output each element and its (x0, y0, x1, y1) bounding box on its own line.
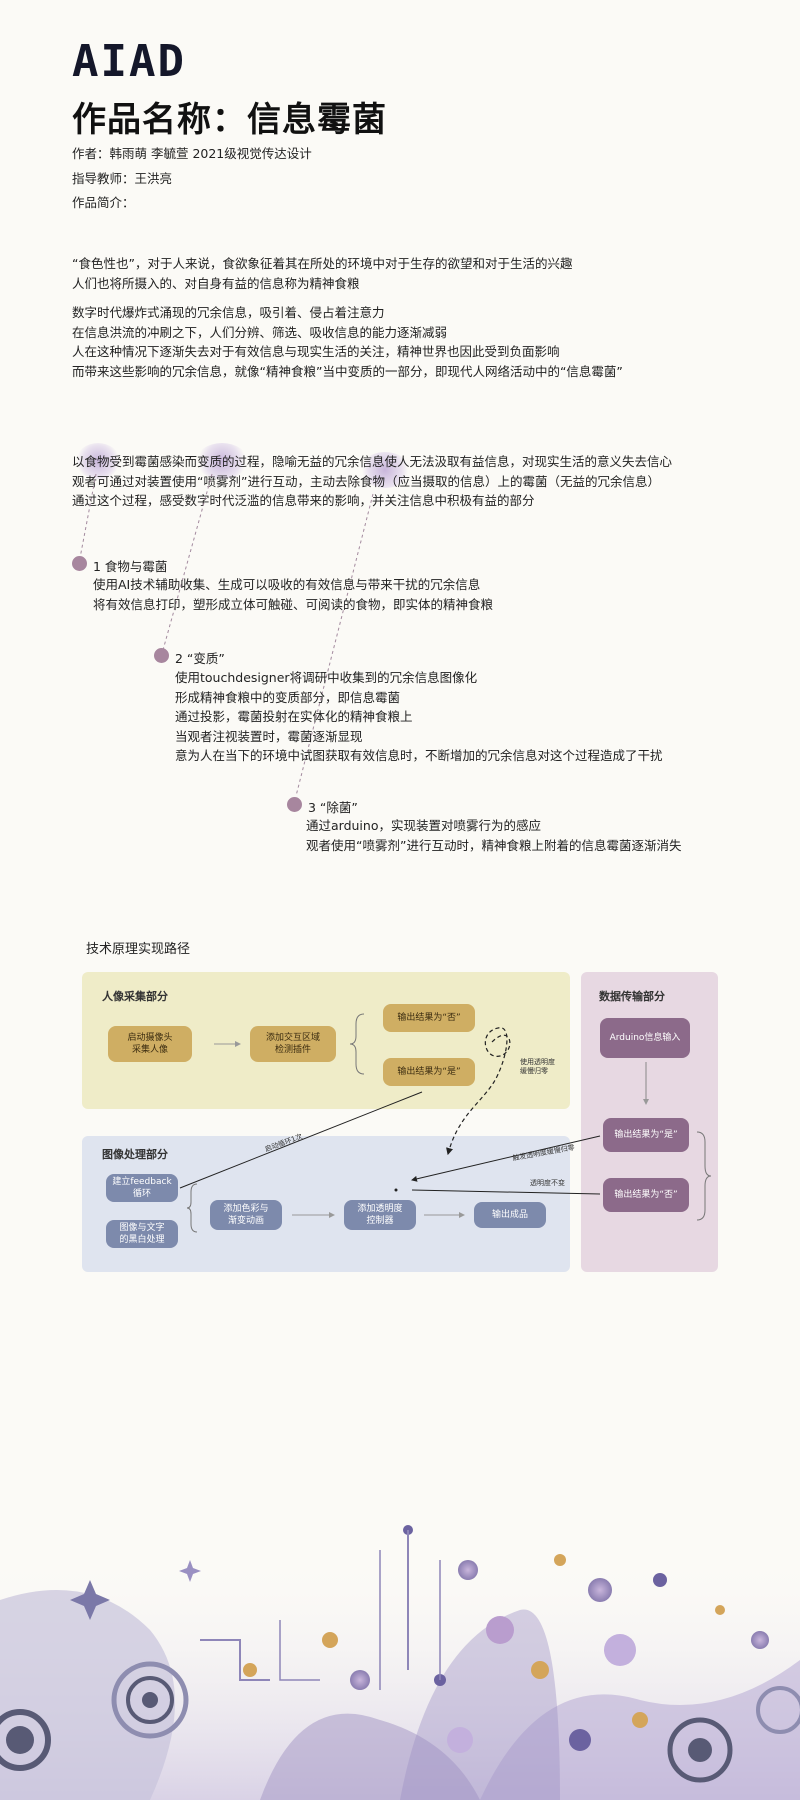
output-product-box: 输出成品 (474, 1202, 546, 1228)
step-line: 观者使用“喷雾剂”进行互动时，精神食粮上附着的信息霉菌逐渐消失 (306, 837, 682, 853)
step-connectors (79, 473, 374, 797)
bw-processing-box: 图像与文字 的黑白处理 (106, 1220, 178, 1248)
step-2-body: 使用touchdesigner将调研中收集到的冗余信息图像化 形成精神食粮中的变… (175, 668, 663, 766)
intro-paragraph-3: 以食物受到霉菌感染而变质的过程，隐喻无益的冗余信息使人无法汲取有益信息，对现实生… (72, 452, 772, 511)
process-panel-label: 图像处理部分 (102, 1148, 168, 1161)
decorative-artwork (0, 1525, 800, 1800)
mold-blob (360, 452, 410, 488)
step-line: 使用AI技术辅助收集、生成可以吸收的有效信息与带来干扰的冗余信息 (93, 577, 481, 592)
box-label: 建立feedback 循环 (112, 1177, 172, 1199)
step-2-dot (154, 648, 169, 663)
step-line: 形成精神食粮中的变质部分，即信息霉菌 (175, 689, 401, 705)
intro-line: 在信息洪流的冲刷之下，人们分辨、筛选、吸收信息的能力逐渐减弱 (72, 324, 448, 340)
aiad-logo: AIAD (72, 36, 186, 87)
feedback-loop-box: 建立feedback 循环 (106, 1174, 178, 1202)
box-label: 启动摄像头 采集人像 (127, 1033, 173, 1055)
color-gradient-box: 添加色彩与 渐变动画 (210, 1200, 282, 1230)
intro-line: 人在这种情况下逐渐失去对于有效信息与现实生活的关注，精神世界也因此受到负面影响 (72, 344, 560, 359)
diagram-title: 技术原理实现路径 (86, 942, 191, 957)
transparency-controller-box: 添加透明度 控制器 (344, 1200, 416, 1230)
step-3-dot (287, 797, 302, 812)
box-label: 添加交互区域 检测插件 (265, 1033, 320, 1055)
intro-paragraph-2: 数字时代爆炸式涌现的冗余信息，吸引着、侵占着注意力 在信息洪流的冲刷之下，人们分… (72, 303, 772, 381)
intro-line: 通过这个过程，感受数字时代泛滥的信息带来的影响，并关注信息中积极有益的部分 (72, 493, 535, 508)
capture-panel-label: 人像采集部分 (102, 990, 168, 1003)
output-yes-box: 输出结果为“是” (383, 1058, 475, 1086)
mold-blob (76, 443, 120, 479)
box-label: 输出成品 (491, 1210, 528, 1220)
arduino-input-box: Arduino信息输入 (600, 1018, 690, 1058)
box-label: 图像与文字 的黑白处理 (119, 1223, 165, 1245)
box-label: 输出结果为“否” (397, 1013, 461, 1023)
intro-line: 人们也将所摄入的、对自身有益的信息称为精神食粮 (72, 275, 360, 291)
step-line: 通过投影，霉菌投射在实体化的精神食粮上 (175, 709, 413, 724)
step-3-body: 通过arduino，实现装置对喷雾行为的感应 观者使用“喷雾剂”进行互动时，精神… (306, 816, 681, 855)
intro-line: 数字时代爆炸式涌现的冗余信息，吸引着、侵占着注意力 (72, 305, 385, 320)
transparency-unchanged-note: 透明度不变 (530, 1179, 565, 1187)
data-output-no-box: 输出结果为“否” (603, 1178, 689, 1212)
intro-line: “食色性也”，对于人来说，食欲象征着其在所处的环境中对于生存的欲望和对于生活的兴… (72, 256, 573, 271)
intro-label: 作品简介： (72, 195, 135, 210)
advisor-line: 指导教师：王洪亮 (72, 171, 173, 186)
data-output-yes-box: 输出结果为“是” (603, 1118, 689, 1152)
authors-line: 作者：韩雨萌 李毓萱 2021级视觉传达设计 (72, 146, 312, 161)
step-line: 意为人在当下的环境中试图获取有效信息时，不断增加的冗余信息对这个过程造成了干扰 (175, 748, 663, 763)
diagram-connectors (179, 1013, 712, 1233)
step-1-body: 使用AI技术辅助收集、生成可以吸收的有效信息与带来干扰的冗余信息 将有效信息打印… (93, 575, 493, 614)
page-title: 作品名称：信息霉菌 (72, 100, 387, 140)
data-panel-label: 数据传输部分 (599, 990, 665, 1003)
box-label: 添加色彩与 渐变动画 (223, 1204, 269, 1226)
box-label: Arduino信息输入 (609, 1033, 681, 1043)
intro-line: 而带来这些影响的冗余信息，就像“精神食粮”当中变质的一部分，即现代人网络活动中的… (72, 363, 623, 379)
step-line: 通过arduino，实现装置对喷雾行为的感应 (306, 818, 541, 833)
intro-line: 以食物受到霉菌感染而变质的过程，隐喻无益的冗余信息使人无法汲取有益信息，对现实生… (72, 454, 673, 469)
box-label: 输出结果为“是” (397, 1067, 461, 1077)
mold-blob (196, 443, 248, 479)
step-line: 使用touchdesigner将调研中收集到的冗余信息图像化 (175, 670, 478, 685)
keep-transparency-note: 使用透明度 缓慢归零 (520, 1058, 555, 1075)
intro-line: 观者可通过对装置使用“喷雾剂”进行互动，主动去除食物（应当摄取的信息）上的霉菌（… (72, 473, 660, 489)
intro-paragraph-1: “食色性也”，对于人来说，食欲象征着其在所处的环境中对于生存的欲望和对于生活的兴… (72, 254, 772, 293)
step-2-heading: 2 “变质” (175, 651, 225, 666)
interaction-detect-box: 添加交互区域 检测插件 (250, 1026, 336, 1062)
box-label: 添加透明度 控制器 (357, 1204, 403, 1226)
step-1-dot (72, 556, 87, 571)
step-line: 将有效信息打印，塑形成立体可触碰、可阅读的食物，即实体的精神食粮 (93, 596, 494, 612)
box-label: 输出结果为“是” (614, 1130, 678, 1140)
step-1-heading: 1 食物与霉菌 (93, 559, 168, 574)
step-line: 当观者注视装置时，霉菌逐渐显现 (175, 728, 363, 744)
output-no-box: 输出结果为“否” (383, 1004, 475, 1032)
box-label: 输出结果为“否” (614, 1190, 678, 1200)
step-3-heading: 3 “除菌” (308, 800, 358, 815)
start-camera-box: 启动摄像头 采集人像 (108, 1026, 192, 1062)
